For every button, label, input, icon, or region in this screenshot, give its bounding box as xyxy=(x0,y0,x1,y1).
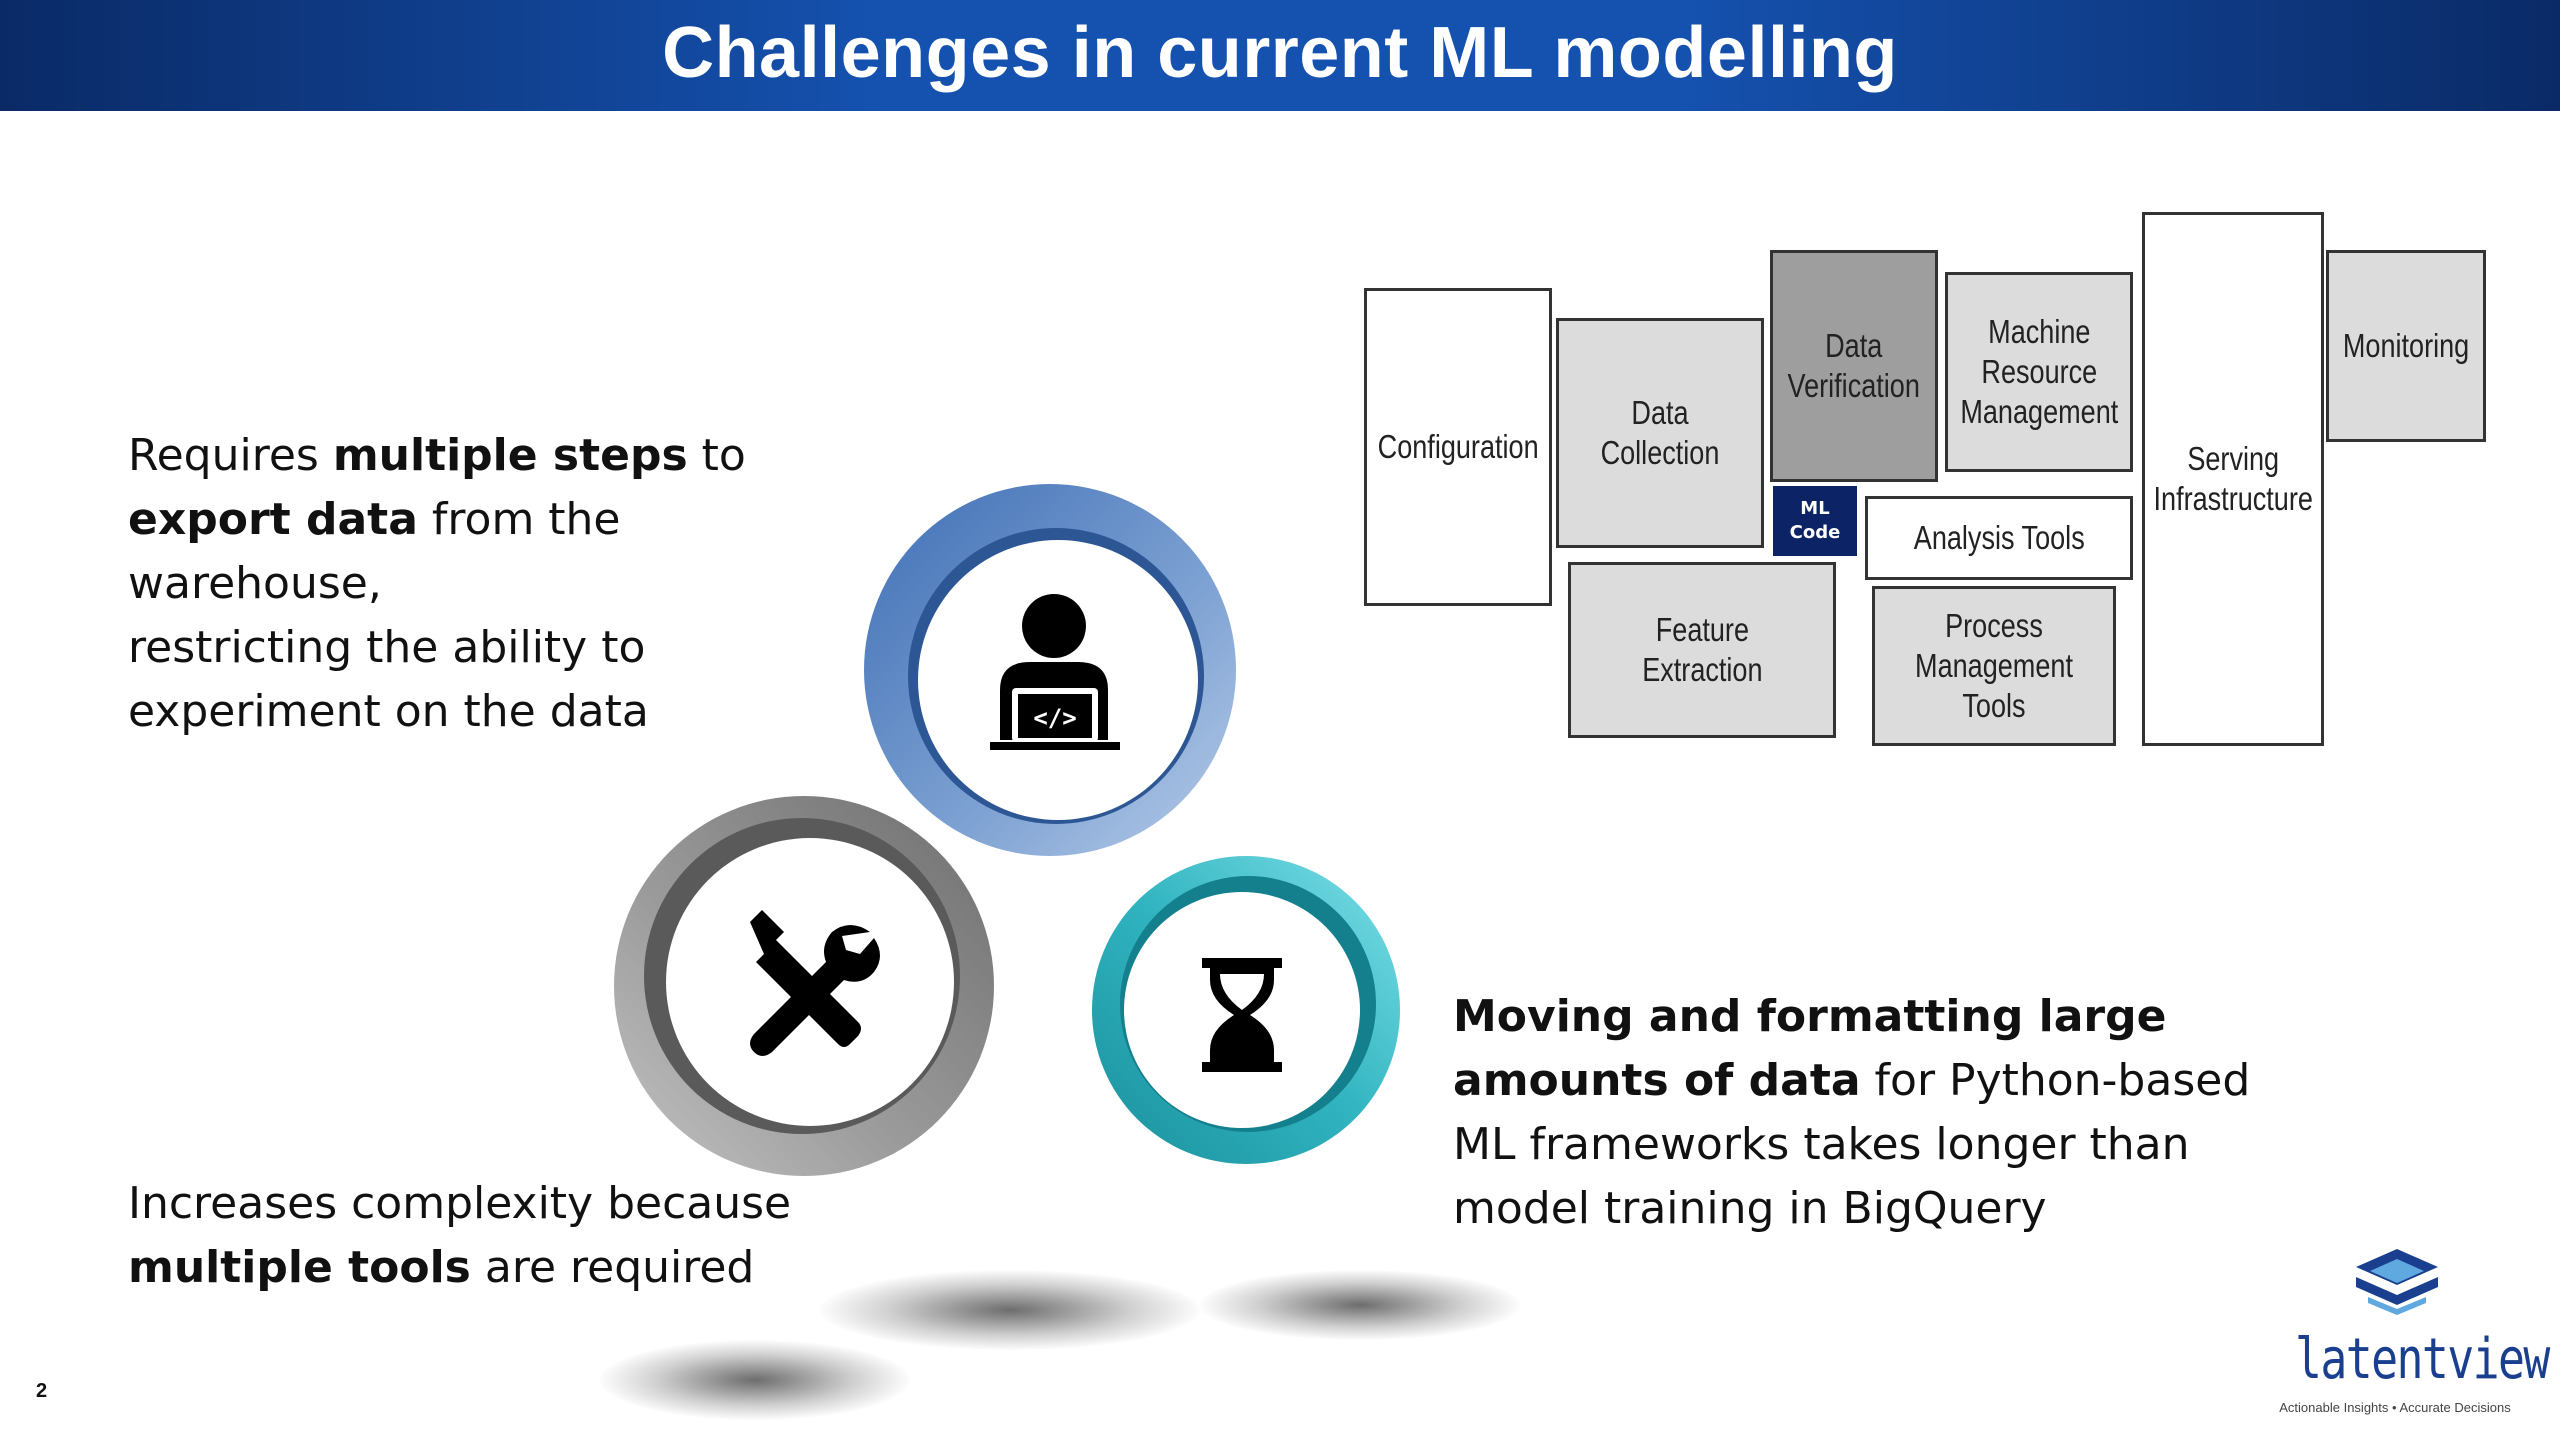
emphasis-text: export data xyxy=(128,494,418,545)
body-text: Requires xyxy=(128,430,333,481)
ring-shadow xyxy=(820,1270,1200,1350)
screwdriver-wrench-icon xyxy=(750,910,880,1056)
developer-laptop-icon: </> xyxy=(990,594,1120,750)
emphasis-text: multiple steps xyxy=(332,430,688,481)
box-analysis-tools: Analysis Tools xyxy=(1865,496,2133,580)
developer-ring: </> xyxy=(864,484,1236,856)
box-data-collection: Data Collection xyxy=(1556,318,1764,548)
body-text: restricting the ability to xyxy=(128,622,646,673)
ring-shadow xyxy=(1200,1270,1520,1340)
svg-text:</>: </> xyxy=(1033,704,1076,732)
box-configuration: Configuration xyxy=(1364,288,1552,606)
title-bar: Challenges in current ML modelling xyxy=(0,0,2560,111)
point-moving-data: Moving and formatting large amounts of da… xyxy=(1453,985,2273,1241)
body-text: from the warehouse, xyxy=(128,494,621,609)
logo-mark-icon xyxy=(2356,1249,2438,1315)
logo-tagline: Actionable Insights • Accurate Decisions xyxy=(2279,1400,2511,1415)
emphasis-text: multiple tools xyxy=(128,1242,471,1293)
point-multiple-tools: Increases complexity because multiple too… xyxy=(128,1172,888,1300)
point-multiple-steps: Requires multiple steps to export data fr… xyxy=(128,424,888,744)
emphasis-text: amounts of data xyxy=(1453,1055,1861,1106)
body-text: to xyxy=(687,430,746,481)
hourglass-icon xyxy=(1202,958,1282,1072)
emphasis-text: Moving and formatting large xyxy=(1453,991,2167,1042)
body-text: ML frameworks takes longer than xyxy=(1453,1119,2190,1170)
latentview-logo: latentview Actionable Insights • Accurat… xyxy=(2270,1245,2550,1425)
body-text: for Python-based xyxy=(1860,1055,2251,1106)
tools-ring xyxy=(614,796,994,1176)
body-text: model training in BigQuery xyxy=(1453,1183,2047,1234)
body-text: experiment on the data xyxy=(128,686,649,737)
page-number: 2 xyxy=(36,1380,48,1402)
ring-shadow xyxy=(600,1340,910,1420)
time-ring xyxy=(1092,856,1400,1164)
slide-title: Challenges in current ML modelling xyxy=(662,12,1898,93)
body-text: are required xyxy=(470,1242,755,1293)
logo-wordmark: latentview xyxy=(2295,1327,2550,1392)
body-text: Increases complexity because xyxy=(128,1178,792,1229)
box-monitoring: Monitoring xyxy=(2326,250,2486,442)
